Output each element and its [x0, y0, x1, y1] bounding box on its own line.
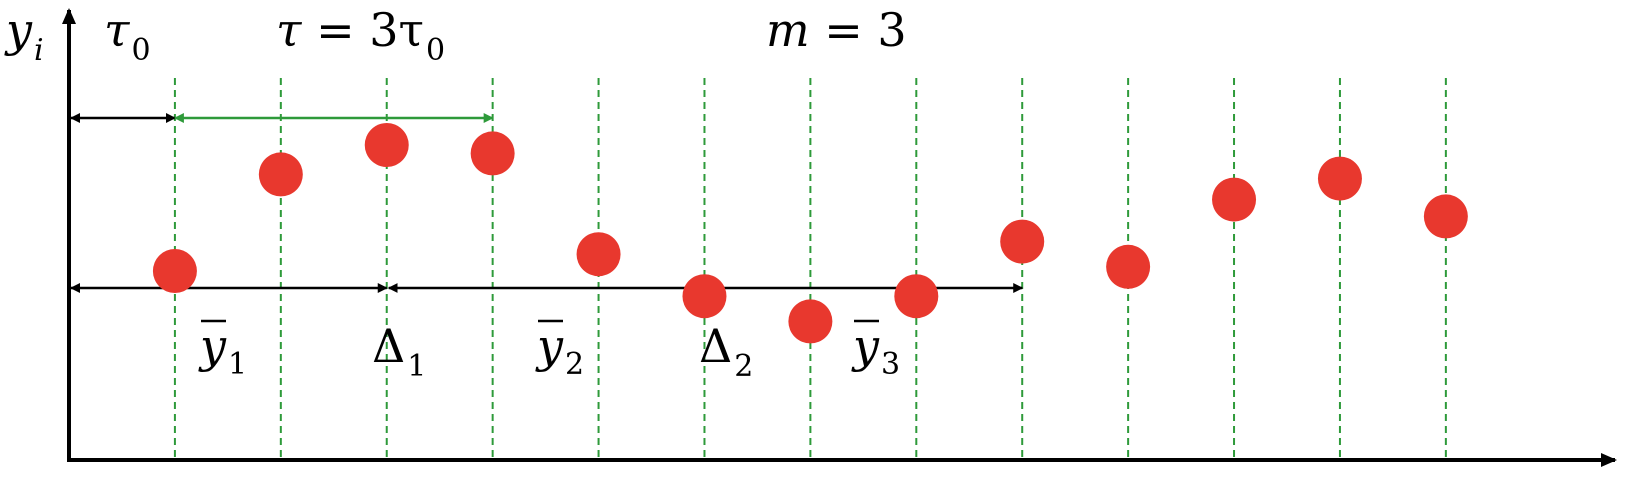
sample-point-8: [894, 274, 939, 319]
sample-points: [152, 123, 1468, 344]
sample-point-7: [788, 299, 833, 344]
sample-point-13: [1423, 194, 1468, 239]
ybar1-label: y1: [198, 319, 247, 382]
delta2-label: Δ2: [699, 319, 753, 384]
sample-gridlines: [173, 78, 1447, 458]
sample-point-2: [258, 152, 303, 197]
sample-point-9: [1000, 219, 1045, 264]
sample-point-3: [364, 123, 409, 167]
sample-point-4: [470, 131, 515, 176]
sample-point-1: [152, 249, 197, 293]
tau0-label: τ0: [104, 3, 151, 68]
sample-point-11: [1212, 177, 1257, 222]
ybar3-label: y3: [851, 319, 900, 382]
svg-text:y3: y3: [851, 319, 900, 382]
delta1-label: Δ1: [372, 319, 426, 384]
interval-arrows: [70, 113, 1024, 293]
sample-point-6: [682, 274, 727, 319]
svg-text:y1: y1: [198, 319, 247, 382]
sample-point-12: [1317, 156, 1362, 201]
y-axis-label: yi: [4, 3, 44, 68]
svg-text:y2: y2: [535, 319, 584, 382]
m-equation: m = 3: [766, 3, 907, 57]
ybar2-label: y2: [535, 319, 584, 382]
sample-point-10: [1106, 244, 1151, 289]
sample-point-5: [576, 232, 621, 277]
tau-equation: τ = 3τ0: [276, 3, 445, 68]
